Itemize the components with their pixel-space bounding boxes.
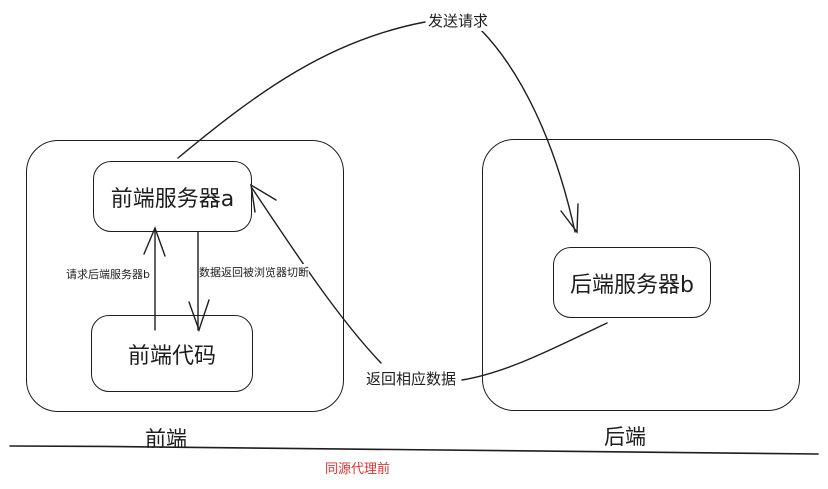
frontend-group-label: 前端 — [145, 427, 187, 451]
return-data-label: 返回相应数据 — [366, 368, 457, 389]
send-request-label: 发送请求 — [428, 10, 489, 31]
separator-line — [9, 445, 819, 455]
request-backend-label: 请求后端服务器b — [66, 268, 150, 281]
frontend-code-node[interactable]: 前端代码 — [91, 315, 253, 392]
request-backend-arrowhead — [143, 226, 166, 257]
send-request-arrowhead — [560, 203, 579, 234]
frontend-group-box — [26, 140, 344, 412]
send-request-arrow — [177, 21, 426, 159]
backend-server-node[interactable]: 后端服务器b — [553, 247, 711, 318]
frontend-server-label: 前端服务器a — [110, 186, 235, 212]
send-request-arrow-tail — [480, 29, 576, 233]
diagram-caption: 同源代理前 — [325, 462, 391, 477]
return-data-arrow — [461, 322, 608, 381]
frontend-code-label: 前端代码 — [127, 343, 216, 369]
frontend-server-node[interactable]: 前端服务器a — [93, 161, 252, 232]
data-blocked-arrowhead — [188, 299, 210, 333]
backend-group-label: 后端 — [604, 425, 646, 449]
data-blocked-label: 数据返回被浏览器切断 — [199, 264, 309, 280]
backend-group-box — [482, 139, 800, 411]
return-data-arrow-tail — [251, 187, 382, 364]
backend-server-label: 后端服务器b — [570, 272, 694, 298]
